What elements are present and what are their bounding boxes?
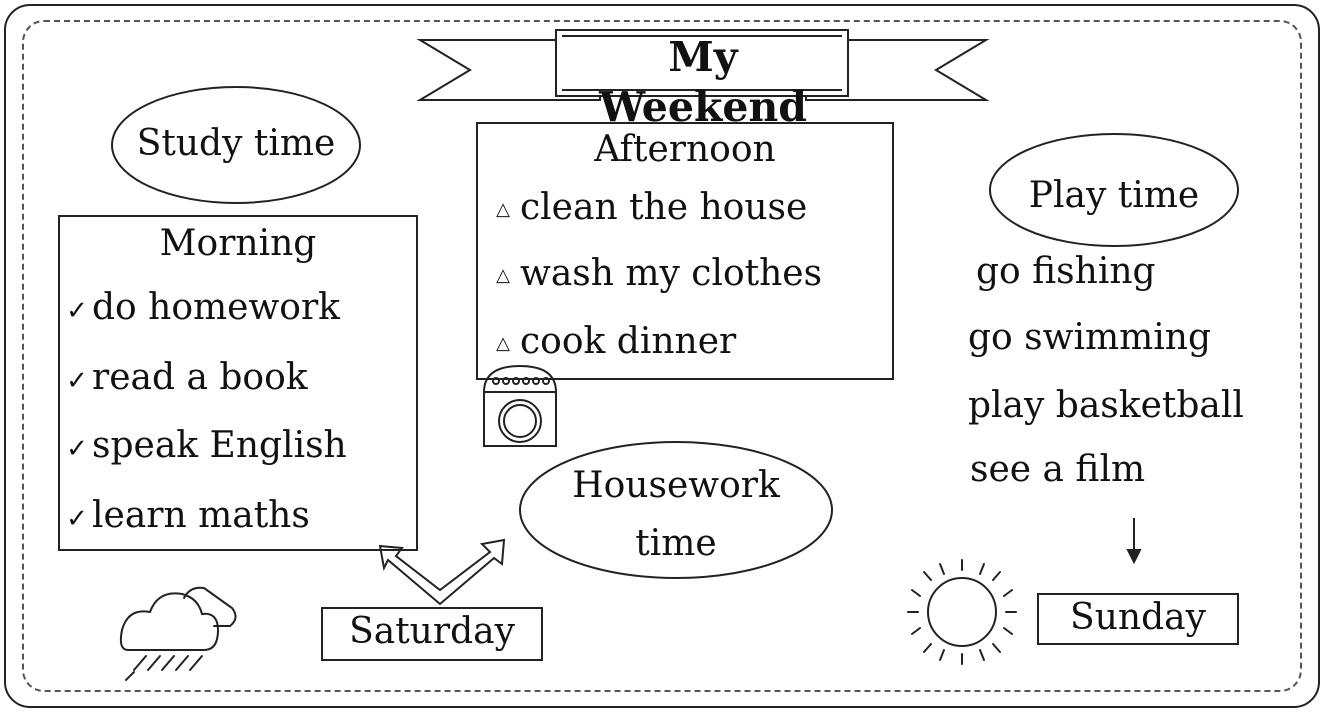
check-icon: ✓ xyxy=(66,434,88,464)
list-item: △wash my clothes xyxy=(486,254,822,296)
down-arrow-icon xyxy=(1126,518,1142,565)
list-item: ✓read a book xyxy=(62,358,307,401)
morning-heading: Morning xyxy=(159,223,317,264)
study-time-ellipse xyxy=(111,86,361,204)
housework-time-ellipse xyxy=(519,441,833,579)
sunday-box xyxy=(1037,593,1239,645)
list-item: ✓do homework xyxy=(62,288,340,331)
list-item: △cook dinner xyxy=(486,322,736,364)
list-item: see a film xyxy=(970,449,1146,490)
afternoon-heading: Afternoon xyxy=(594,129,776,170)
saturday-label: Saturday xyxy=(349,611,515,652)
list-item: go swimming xyxy=(968,317,1211,358)
rain-cloud-icon xyxy=(119,586,237,681)
sun-icon xyxy=(907,559,1017,665)
triangle-icon: △ xyxy=(496,199,510,220)
check-icon: ✓ xyxy=(66,296,88,326)
title-banner xyxy=(416,29,990,101)
list-item: ✓learn maths xyxy=(62,496,310,539)
housework-time-label-line2: time xyxy=(635,523,717,564)
list-item: play basketball xyxy=(968,385,1244,426)
list-item: go fishing xyxy=(976,251,1156,292)
inner-dashed-frame xyxy=(22,20,1302,692)
outer-frame xyxy=(4,4,1320,708)
study-time-label: Study time xyxy=(136,123,336,164)
list-item: △clean the house xyxy=(486,188,807,230)
housework-time-label: Housework xyxy=(572,465,780,506)
check-icon: ✓ xyxy=(66,504,88,534)
play-time-label: Play time xyxy=(1028,175,1200,216)
sunday-label: Sunday xyxy=(1070,597,1206,638)
triangle-icon: △ xyxy=(496,265,510,286)
morning-box xyxy=(58,215,418,551)
list-item: ✓speak English xyxy=(62,426,347,469)
play-time-ellipse xyxy=(989,133,1239,247)
page-title: My Weekend xyxy=(599,33,807,131)
afternoon-box xyxy=(476,122,894,380)
check-icon: ✓ xyxy=(66,366,88,396)
saturday-box xyxy=(321,607,543,661)
triangle-icon: △ xyxy=(496,333,510,354)
double-arrow-icon xyxy=(378,538,506,606)
washing-machine-icon xyxy=(483,364,557,447)
